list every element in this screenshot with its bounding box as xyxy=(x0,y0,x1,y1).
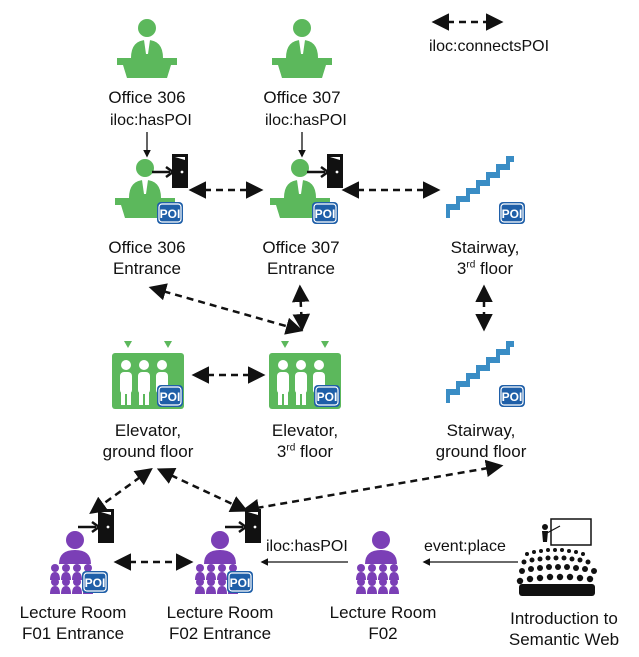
stairway-ground-line2: ground floor xyxy=(435,442,527,461)
desk-door-poi-icon xyxy=(115,152,190,225)
has-poi-label-f02: iloc:hasPOI xyxy=(266,538,348,555)
stairway-3rd-num: 3 xyxy=(456,259,467,278)
stairway-3rd-sup: rd xyxy=(466,259,476,271)
audience-door-poi-icon xyxy=(50,507,116,594)
connects-307e-elev3 xyxy=(291,284,311,332)
desk-person-icon xyxy=(272,19,332,78)
office306-entrance-line2: Entrance xyxy=(112,259,182,278)
office307-entrance-line1: Office 307 xyxy=(262,238,340,257)
audience-icon xyxy=(356,531,399,594)
event-place-label: event:place xyxy=(424,538,506,555)
stairway-3rd-line1: Stairway, xyxy=(450,238,520,257)
lecture-presentation-icon xyxy=(516,518,597,596)
office307-name: Office 307 xyxy=(263,88,341,107)
elevator-3rd-line2: 3rd floor xyxy=(250,441,360,462)
connections xyxy=(89,13,518,571)
intro-semweb-line1: Introduction to xyxy=(510,609,618,628)
elevator-ground-line1: Elevator, xyxy=(114,421,182,440)
stairs-poi-icon xyxy=(446,156,526,225)
node-label-stairway-ground: Stairway, ground floor xyxy=(418,420,544,462)
node-label-office307-entrance: Office 307 Entrance xyxy=(246,237,356,279)
office306-entrance-line1: Office 306 xyxy=(108,238,186,257)
connects-elevg-f01e xyxy=(89,467,153,515)
has-poi-label-306: iloc:hasPOI xyxy=(110,112,192,129)
node-label-elevator-3rd: Elevator, 3rd floor xyxy=(250,420,360,462)
node-label-stairway-3rd: Stairway, 3rd floor xyxy=(430,237,540,279)
stairway-3rd-floor: floor xyxy=(475,259,514,278)
elevator-poi-icon xyxy=(269,341,341,409)
lecture-f02-entrance-line1: Lecture Room xyxy=(166,603,274,622)
connects-stairg-f02e xyxy=(241,459,504,517)
stairway-ground-line1: Stairway, xyxy=(446,421,516,440)
connects-elevg-f02e xyxy=(156,468,249,512)
connects-306e-elev3 xyxy=(148,283,304,335)
office306-name: Office 306 xyxy=(108,88,186,107)
lecture-f02-line1: Lecture Room xyxy=(329,603,437,622)
stairway-3rd-line2: 3rd floor xyxy=(430,258,540,279)
desk-door-poi-icon xyxy=(270,152,345,225)
node-label-office306: Office 306 xyxy=(97,87,197,108)
node-label-office307: Office 307 xyxy=(252,87,352,108)
node-label-elevator-ground: Elevator, ground floor xyxy=(85,420,211,462)
lecture-f02-line2: F02 xyxy=(368,624,398,643)
node-label-intro-semweb: Introduction to Semantic Web xyxy=(498,608,630,650)
desk-person-icon xyxy=(117,19,177,78)
node-label-office306-entrance: Office 306 Entrance xyxy=(92,237,202,279)
elevator-ground-line2: ground floor xyxy=(102,442,194,461)
elevator-3rd-num: 3 xyxy=(276,442,287,461)
elevator-3rd-line1: Elevator, xyxy=(271,421,339,440)
has-poi-label-307: iloc:hasPOI xyxy=(265,112,347,129)
audience-door-poi-icon xyxy=(195,507,263,594)
office307-entrance-line2: Entrance xyxy=(266,259,336,278)
node-label-lecture-f02: Lecture Room F02 xyxy=(323,602,443,644)
node-label-lecture-f01-entrance: Lecture Room F01 Entrance xyxy=(10,602,136,644)
stairs-poi-icon xyxy=(446,341,526,408)
elevator-poi-icon xyxy=(112,341,184,409)
lecture-f01-entrance-line1: Lecture Room xyxy=(19,603,127,622)
node-label-lecture-f02-entrance: Lecture Room F02 Entrance xyxy=(157,602,283,644)
elevator-3rd-floor: floor xyxy=(295,442,334,461)
lecture-f02-entrance-line2: F02 Entrance xyxy=(168,624,272,643)
lecture-f01-entrance-line2: F01 Entrance xyxy=(21,624,125,643)
intro-semweb-line2: Semantic Web xyxy=(508,630,620,649)
legend-connects-label: iloc:connectsPOI xyxy=(429,38,550,55)
elevator-3rd-sup: rd xyxy=(286,442,296,454)
